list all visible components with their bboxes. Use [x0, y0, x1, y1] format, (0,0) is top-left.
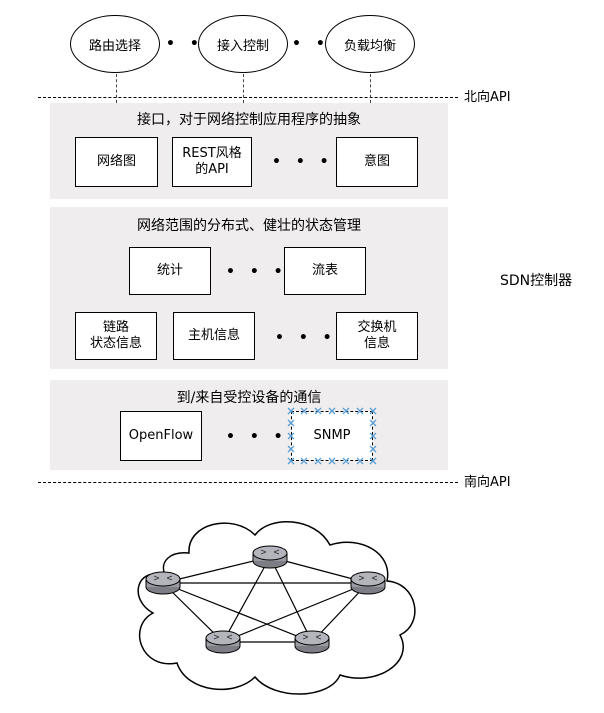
rest-api-label: REST风格 的API — [182, 145, 242, 177]
interface-ellipsis: • • • — [272, 154, 334, 170]
network-graph-box: 网络图 — [75, 137, 158, 187]
router-icon — [252, 545, 288, 569]
state-ellipsis-2: • • • — [275, 330, 337, 346]
state-ellipsis-1: • • • — [226, 264, 288, 280]
intent-box: 意图 — [336, 137, 418, 187]
app-load-balancing-label: 负载均衡 — [343, 38, 396, 54]
comm-ellipsis: • • • — [226, 429, 288, 445]
host-info-box: 主机信息 — [173, 312, 255, 360]
state-panel: 网络范围的分布式、健壮的状态管理 统计 • • • 流表 链路 状态信息 主机信… — [50, 207, 448, 369]
network-cloud-diagram — [137, 520, 416, 695]
state-panel-title: 网络范围的分布式、健壮的状态管理 — [137, 218, 361, 234]
statistics-box: 统计 — [129, 247, 211, 295]
link-state-label: 链路 状态信息 — [89, 319, 142, 351]
snmp-selection-handles — [287, 407, 377, 465]
southbound-api-line — [38, 482, 458, 483]
snmp-box[interactable]: SNMP — [291, 411, 373, 461]
switch-info-box: 交换机 信息 — [336, 312, 418, 360]
flow-table-label: 流表 — [311, 262, 338, 278]
statistics-label: 统计 — [156, 262, 183, 278]
openflow-box: OpenFlow — [120, 411, 202, 461]
intent-label: 意图 — [363, 153, 390, 169]
interface-panel: 接口，对于网络控制应用程序的抽象 网络图 REST风格 的API • • • 意… — [50, 103, 448, 199]
app-access-control-label: 接入控制 — [216, 38, 269, 54]
northbound-api-label: 北向API — [464, 90, 511, 105]
app-load-balancing: 负载均衡 — [325, 15, 415, 73]
router-icon — [294, 630, 330, 654]
router-icon — [205, 630, 241, 654]
router-icon — [350, 571, 386, 595]
openflow-label: OpenFlow — [128, 427, 194, 443]
connector-routing — [116, 74, 117, 103]
router-icon — [145, 571, 181, 595]
link-state-box: 链路 状态信息 — [75, 312, 157, 360]
switch-info-label: 交换机 信息 — [357, 319, 397, 351]
connector-access — [243, 74, 244, 103]
comm-panel-title: 到/来自受控设备的通信 — [176, 390, 322, 406]
host-info-label: 主机信息 — [187, 327, 240, 343]
southbound-api-label: 南向API — [464, 475, 511, 490]
app-routing-label: 路由选择 — [88, 38, 141, 54]
app-routing: 路由选择 — [70, 15, 160, 73]
flow-table-box: 流表 — [284, 247, 366, 295]
northbound-api-line — [38, 97, 458, 98]
rest-api-box: REST风格 的API — [172, 137, 252, 187]
connector-load — [370, 74, 371, 103]
cloud-icon — [137, 520, 416, 695]
snmp-label: SNMP — [313, 427, 351, 443]
sdn-controller-label: SDN控制器 — [500, 273, 573, 289]
network-graph-label: 网络图 — [96, 153, 136, 169]
comm-panel: 到/来自受控设备的通信 OpenFlow • • • SNMP — [50, 380, 448, 470]
app-access-control: 接入控制 — [198, 15, 288, 73]
interface-panel-title: 接口，对于网络控制应用程序的抽象 — [137, 112, 361, 128]
